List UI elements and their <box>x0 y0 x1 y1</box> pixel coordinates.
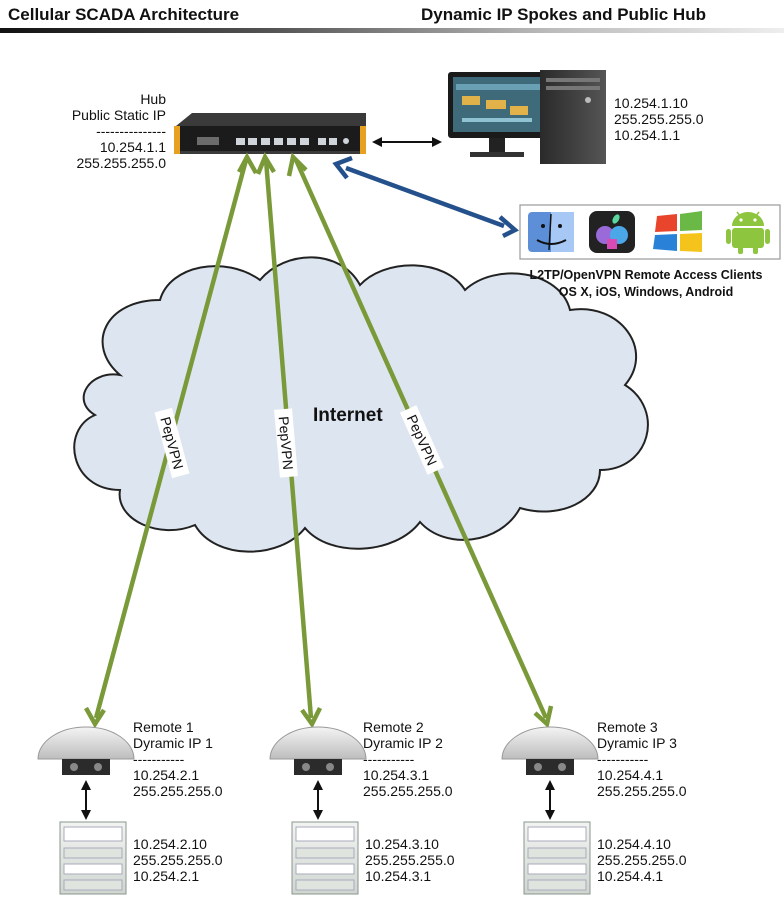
plc-ip: 10.254.3.10 <box>365 836 439 852</box>
remote-1-info: Remote 1 Dyramic IP 1 ----------- 10.254… <box>133 719 223 799</box>
remote-ip-type: Dyramic IP 1 <box>133 735 213 751</box>
remote-separator: ----------- <box>133 751 185 767</box>
plc-ip: 10.254.2.10 <box>133 836 207 852</box>
remote-ip: 10.254.4.1 <box>597 767 664 783</box>
hub-separator: --------------- <box>96 123 166 139</box>
hub-ip-type: Public Static IP <box>71 107 166 123</box>
plc-1 <box>59 821 127 895</box>
windows-icon <box>653 211 702 252</box>
clients-caption: L2TP/OpenVPN Remote Access Clients OS X,… <box>508 267 784 301</box>
pc-ip: 10.254.1.10 <box>614 95 688 111</box>
remote-router-3 <box>501 726 599 775</box>
plc-1-info: 10.254.2.10 255.255.255.0 10.254.2.1 <box>133 836 223 884</box>
plc-gateway: 10.254.2.1 <box>133 868 200 884</box>
header-bar <box>0 28 784 33</box>
internet-cloud <box>73 256 649 553</box>
plc-netmask: 255.255.255.0 <box>133 852 223 868</box>
remote-netmask: 255.255.255.0 <box>133 783 223 799</box>
remote-router-1 <box>37 726 135 775</box>
remote-separator: ----------- <box>597 751 649 767</box>
remote-netmask: 255.255.255.0 <box>597 783 687 799</box>
remote-ip-type: Dyramic IP 3 <box>597 735 677 751</box>
remote-name: Remote 3 <box>597 719 658 735</box>
tunnel-label-2: PepVPN <box>274 408 298 478</box>
hub-netmask: 255.255.255.0 <box>76 155 166 171</box>
hub-ip: 10.254.1.1 <box>99 139 166 155</box>
remote-2-info: Remote 2 Dyramic IP 2 ----------- 10.254… <box>363 719 453 799</box>
remote-netmask: 255.255.255.0 <box>363 783 453 799</box>
remote-plc-link-1 <box>81 780 91 820</box>
plc-3 <box>523 821 591 895</box>
plc-ip: 10.254.4.10 <box>597 836 671 852</box>
hub-title: Hub <box>140 91 166 107</box>
page-subtitle: Dynamic IP Spokes and Public Hub <box>421 5 706 24</box>
scada-pc <box>448 70 606 164</box>
android-icon <box>726 211 770 254</box>
clients-caption-line1: L2TP/OpenVPN Remote Access Clients <box>529 268 763 282</box>
internet-label: Internet <box>313 405 383 426</box>
hub-pc-link <box>372 137 442 147</box>
remote-ip: 10.254.2.1 <box>133 767 200 783</box>
clients-box <box>519 204 781 260</box>
plc-2-info: 10.254.3.10 255.255.255.0 10.254.3.1 <box>365 836 455 884</box>
plc-gateway: 10.254.3.1 <box>365 868 432 884</box>
remote-name: Remote 1 <box>133 719 194 735</box>
remote-access-link <box>332 155 520 239</box>
plc-3-info: 10.254.4.10 255.255.255.0 10.254.4.1 <box>597 836 687 884</box>
plc-netmask: 255.255.255.0 <box>597 852 687 868</box>
remote-separator: ----------- <box>363 751 415 767</box>
remote-name: Remote 2 <box>363 719 424 735</box>
hub-router <box>174 113 366 154</box>
page-title: Cellular SCADA Architecture <box>8 5 240 24</box>
finder-icon <box>528 212 574 252</box>
hub-info: Hub Public Static IP --------------- 10.… <box>40 91 166 171</box>
apple-icon <box>589 211 635 253</box>
remote-plc-link-3 <box>545 780 555 820</box>
remote-ip: 10.254.3.1 <box>363 767 430 783</box>
plc-netmask: 255.255.255.0 <box>365 852 455 868</box>
pc-gateway: 10.254.1.1 <box>614 127 681 143</box>
remote-router-2 <box>269 726 367 775</box>
plc-2 <box>291 821 359 895</box>
pc-netmask: 255.255.255.0 <box>614 111 704 127</box>
pc-info: 10.254.1.10 255.255.255.0 10.254.1.1 <box>614 95 704 143</box>
remote-plc-link-2 <box>313 780 323 820</box>
clients-caption-line2: OS X, iOS, Windows, Android <box>558 285 734 299</box>
remote-ip-type: Dyramic IP 2 <box>363 735 443 751</box>
plc-gateway: 10.254.4.1 <box>597 868 664 884</box>
remote-3-info: Remote 3 Dyramic IP 3 ----------- 10.254… <box>597 719 687 799</box>
tunnel-label-text: PepVPN <box>276 416 297 471</box>
